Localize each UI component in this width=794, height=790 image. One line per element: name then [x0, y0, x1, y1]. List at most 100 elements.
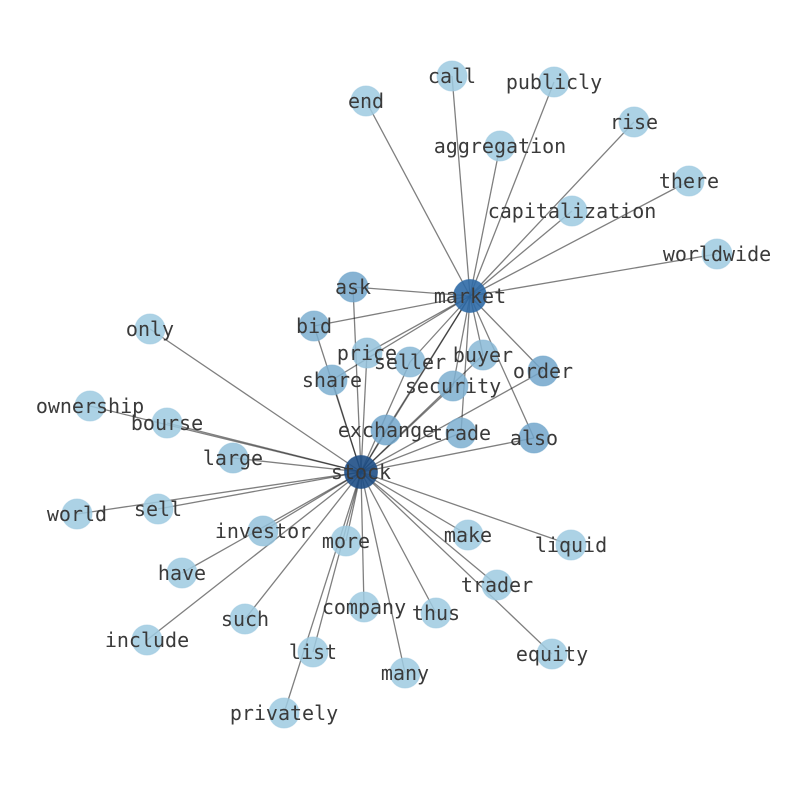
node-label-buyer: buyer [453, 343, 513, 367]
node-liquid [555, 529, 587, 561]
node-stock [344, 455, 378, 489]
edge-market-there [469, 180, 690, 297]
node-label-sell: sell [134, 497, 182, 521]
node-publicly [538, 66, 570, 98]
node-call [436, 60, 468, 92]
edge-market-also [469, 295, 535, 439]
edge-stock-make [360, 471, 469, 536]
node-large [217, 442, 249, 474]
node-aggregation [484, 130, 516, 162]
node-world [61, 498, 93, 530]
node-bid [298, 310, 330, 342]
node-label-list: list [289, 640, 337, 664]
edge-stock-also [360, 437, 535, 473]
node-label-publicly: publicly [506, 70, 602, 94]
node-only [134, 313, 166, 345]
node-label-only: only [126, 317, 174, 341]
edge-market-call [451, 75, 471, 297]
edge-stock-bourse [166, 422, 362, 473]
node-have [166, 557, 198, 589]
edge-stock-list [312, 471, 362, 653]
node-label-seller: seller [374, 350, 446, 374]
edge-market-rise [469, 121, 635, 297]
node-label-bourse: bourse [131, 411, 203, 435]
node-include [131, 624, 163, 656]
node-label-exchange: exchange [338, 418, 434, 442]
node-label-large: large [203, 446, 263, 470]
node-end [350, 85, 382, 117]
node-buyer [467, 339, 499, 371]
edge-market-publicly [469, 81, 555, 297]
node-label-call: call [428, 64, 476, 88]
node-label-liquid: liquid [535, 533, 607, 557]
node-privately [268, 697, 300, 729]
node-investor [247, 515, 279, 547]
node-label-equity: equity [516, 642, 588, 666]
node-label-worldwide: worldwide [663, 242, 771, 266]
node-label-order: order [513, 359, 573, 383]
node-label-make: make [444, 523, 492, 547]
node-label-thus: thus [412, 601, 460, 625]
node-label-trader: trader [461, 573, 533, 597]
node-label-ownership: ownership [36, 394, 144, 418]
node-label-capitalization: capitalization [488, 199, 657, 223]
node-there [673, 165, 705, 197]
node-label-also: also [510, 426, 558, 450]
edge-stock-equity [360, 471, 553, 655]
edge-market-worldwide [469, 253, 718, 297]
edge-market-share [331, 295, 471, 381]
node-trade [445, 417, 477, 449]
edge-stock-such [244, 471, 362, 620]
node-label-trade: trade [431, 421, 491, 445]
edge-market-bid [313, 295, 471, 327]
node-label-include: include [105, 628, 189, 652]
node-rise [618, 106, 650, 138]
node-many [389, 657, 421, 689]
edge-market-trade [460, 295, 471, 434]
node-label-ask: ask [335, 275, 371, 299]
node-label-share: share [302, 368, 362, 392]
node-equity [536, 638, 568, 670]
node-label-market: market [434, 284, 506, 308]
node-trader [481, 569, 513, 601]
edge-stock-security [360, 385, 454, 473]
edge-market-end [365, 100, 471, 297]
edge-market-aggregation [469, 145, 501, 297]
edge-stock-trader [360, 471, 498, 586]
node-capitalization [556, 195, 588, 227]
node-ask [337, 271, 369, 303]
node-list [297, 636, 329, 668]
node-seller [394, 346, 426, 378]
edge-stock-only [149, 328, 362, 473]
node-thus [420, 597, 452, 629]
edge-stock-liquid [360, 471, 572, 546]
edge-stock-company [360, 471, 365, 608]
node-more [330, 525, 362, 557]
edge-stock-sell [157, 471, 362, 510]
edge-market-capitalization [469, 210, 573, 297]
node-such [229, 603, 261, 635]
edge-stock-thus [360, 471, 437, 614]
edge-stock-privately [283, 471, 362, 714]
edge-stock-include [146, 471, 362, 641]
node-share [316, 364, 348, 396]
node-also [518, 422, 550, 454]
node-label-end: end [348, 89, 384, 113]
node-exchange [370, 414, 402, 446]
node-sell [142, 493, 174, 525]
node-label-more: more [322, 529, 370, 553]
node-security [437, 370, 469, 402]
node-layer [61, 60, 733, 729]
node-bourse [151, 407, 183, 439]
node-label-many: many [381, 661, 429, 685]
node-label-have: have [158, 561, 206, 585]
node-company [348, 591, 380, 623]
node-make [452, 519, 484, 551]
node-price [351, 337, 383, 369]
node-market [453, 279, 487, 313]
node-label-aggregation: aggregation [434, 134, 566, 158]
node-label-company: company [322, 595, 406, 619]
node-label-stock: stock [331, 460, 391, 484]
